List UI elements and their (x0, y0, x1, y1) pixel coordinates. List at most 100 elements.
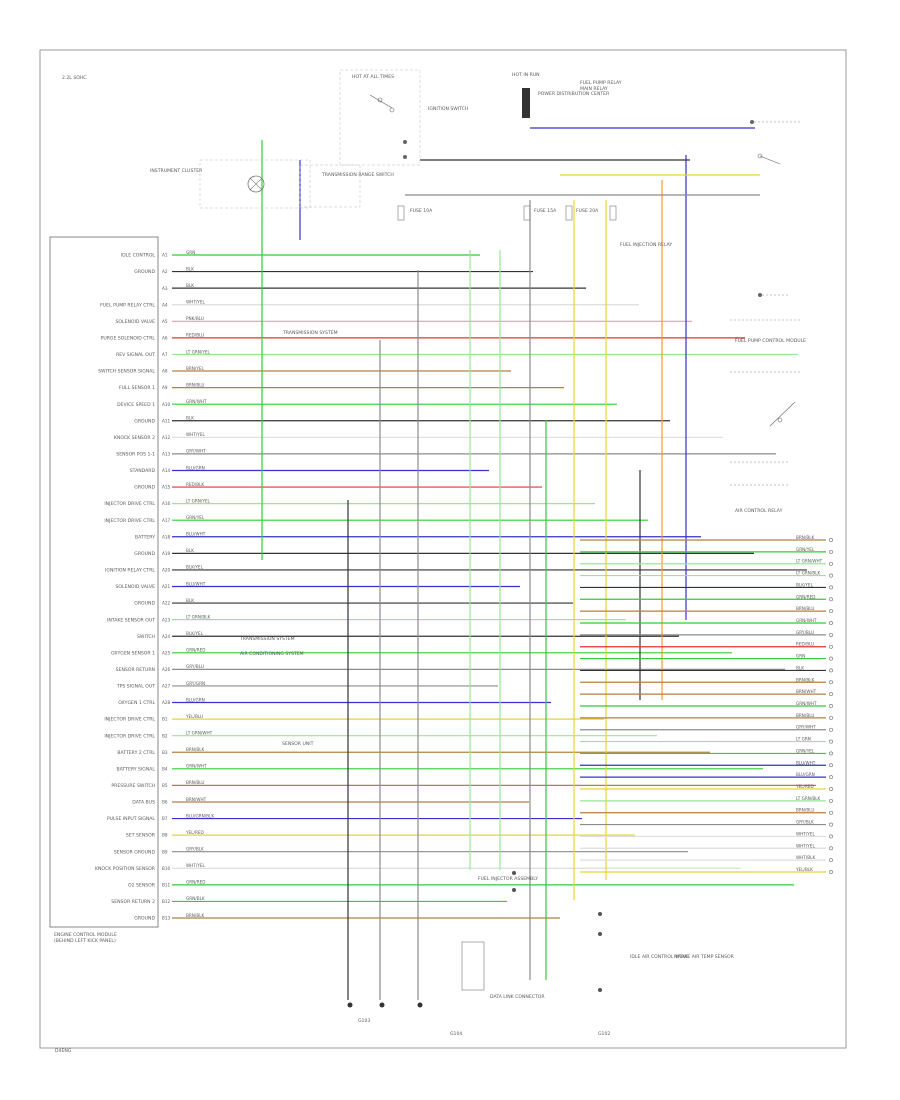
terminal-wire-label: BRN/BLU (796, 713, 814, 718)
ecm-pin-number: A14 (162, 468, 171, 473)
ecm-pin-label: KNOCK POSITION SENSOR (95, 866, 156, 872)
ecm-pin-number: A21 (162, 584, 171, 589)
terminal-pin-icon (829, 727, 833, 732)
ecm-pin-label: SET SENSOR (126, 833, 156, 839)
engine-control-module (49, 236, 159, 928)
ecm-pin-label: GROUND (134, 601, 155, 607)
fuse-15a-label: FUSE 15A (534, 208, 557, 214)
terminal-pin-icon (829, 858, 833, 863)
ecm-pin-label: KNOCK SENSOR 2 (114, 435, 155, 441)
terminal-wire-label: BLU/GRN (796, 772, 815, 777)
ecm-pin-number: A26 (162, 667, 171, 672)
wire-color-label: GRN (186, 250, 195, 255)
ecm-pin-label: IDLE CONTROL (121, 253, 156, 259)
ecm-pin-label: REV SIGNAL OUT (116, 352, 155, 358)
ecm-pin-number: B10 (162, 866, 171, 871)
ecm-pin-number: A8 (162, 369, 168, 374)
ecm-caption: ENGINE CONTROL MODULE (54, 932, 117, 938)
terminal-wire-label: LT GRN/BLK (796, 571, 821, 576)
wire-color-label: BLU/GRN (186, 465, 205, 470)
terminal-wire-label: GRY/WHT (796, 725, 816, 730)
iat-label: INTAKE AIR TEMP SENSOR (674, 954, 735, 960)
power-distribution-center: HOT IN RUN POWER DISTRIBUTION CENTER FUE… (512, 72, 622, 118)
ecm-pin-label: PURGE SOLENOID CTRL (101, 335, 156, 341)
ecm-pin-label: GROUND (134, 916, 155, 922)
wire-color-label: BLK (186, 266, 194, 271)
wire-color-label: RED/BLK (186, 482, 204, 487)
terminal-pin-icon (829, 680, 833, 685)
ecm-caption-location: (BEHIND LEFT KICK PANEL) (54, 938, 116, 944)
terminal-pin-icon (829, 787, 833, 791)
wire-color-label: BLK (186, 598, 194, 603)
terminal-wire-label: LT GRN/WHT (796, 559, 823, 564)
ecm-pin-number: A27 (162, 684, 171, 689)
terminal-wire-label: GRN/YEL (796, 547, 815, 552)
terminal-pin-icon (829, 834, 833, 839)
ecm-pin-number: B2 (162, 733, 168, 738)
terminal-pin-icon (829, 668, 833, 673)
wire-color-label: BLK (186, 416, 194, 421)
ecm-pin-number: A11 (162, 418, 171, 423)
terminal-pin-icon (829, 798, 833, 803)
ecm-pin-label: BATTERY SIGNAL (116, 766, 155, 772)
wire-color-label: BRN/BLK (186, 747, 205, 752)
terminal-wire-label: BLU/WHT (796, 760, 816, 765)
terminal-wire-label: GRN (796, 654, 805, 659)
ecm-pin-label: SWITCH (137, 634, 155, 640)
ecm-pin-label: PULSE INPUT SIGNAL (107, 816, 156, 822)
terminal-pin-icon (829, 644, 833, 649)
ecm-pin-label: GROUND (134, 551, 155, 557)
ecm-pin-label: OXYGEN SENSOR 1 (111, 650, 155, 656)
terminal-wire-label: GRN/WHT (796, 618, 817, 623)
terminal-pin-icon (829, 751, 833, 756)
terminal-pin-icon (829, 822, 833, 827)
wire-color-label: GRN/WHT (186, 399, 207, 404)
wire-color-label: GRN/RED (186, 880, 205, 885)
ecm-pin-number: A28 (162, 700, 171, 705)
terminal-pin-icon (829, 715, 833, 720)
wire-color-label: GRY/WHT (186, 449, 206, 454)
hot-in-run-label: HOT IN RUN (512, 72, 540, 78)
transmission-system-note-1: TRANSMISSION SYSTEM (282, 330, 338, 336)
ecm-pin-label: DATA BUS (132, 800, 155, 806)
footer-code: D4ENG (55, 1048, 72, 1054)
iac-label: IDLE AIR CONTROL VALVE (630, 954, 689, 960)
ecm-pin-number: B13 (162, 916, 171, 921)
ecm-pin-label: DEVICE SPEED 1 (117, 402, 155, 408)
ecm-pin-label: SENSOR GROUND (114, 849, 156, 855)
ecm-pin-number: A1 (162, 253, 168, 258)
ground-g102-label: G102 (598, 1031, 610, 1037)
fuel-pump-relay-label: FUEL PUMP RELAY (580, 80, 622, 86)
ecm-pin-number: B7 (162, 816, 168, 821)
terminal-pin-icon (829, 561, 833, 566)
diagram-frame (39, 49, 847, 1049)
ground-g103-label: G103 (358, 1018, 370, 1024)
intake-air-temp-sensor: INTAKE AIR TEMP SENSOR (674, 954, 735, 960)
wire-color-label: LT GRN/YEL (186, 498, 211, 503)
terminal-wire-label: BRN/WHT (796, 689, 817, 694)
ecm-pin-label: SENSOR POS 1-1 (116, 452, 155, 458)
wire-color-label: BRN/BLK (186, 913, 205, 918)
ecm-pin-label: PRESSURE SWITCH (111, 783, 155, 789)
ecm-pin-number: A4 (162, 302, 168, 307)
ecm-pin-number: B11 (162, 882, 171, 887)
ecm-pin-number: A24 (162, 634, 171, 639)
wire-color-label: GRN/BLK (186, 896, 205, 901)
ecm-pin-label: INJECTOR DRIVE CTRL (104, 717, 155, 723)
terminal-pin-icon (829, 597, 833, 602)
ecm-pin-number: A5 (162, 319, 168, 324)
ecm-pin-number: A3 (162, 286, 168, 291)
terminal-pin-icon (829, 704, 833, 708)
ecm-pin-label: INJECTOR DRIVE CTRL (104, 501, 155, 507)
wire-color-label: YEL/RED (185, 830, 204, 835)
ecm-pin-number: B4 (162, 766, 168, 771)
terminal-wire-label: LT GRN (796, 737, 811, 742)
terminal-pin-icon (829, 775, 833, 780)
ecm-pin-label: SENSOR RETURN (116, 667, 155, 673)
hot-at-all-times-label: HOT AT ALL TIMES (352, 74, 394, 80)
pdc-label: POWER DISTRIBUTION CENTER (538, 91, 610, 97)
terminal-pin-icon (829, 763, 833, 768)
terminal-wire-label: YEL/BLK (795, 867, 813, 872)
wire-color-label: GRY/BLK (186, 847, 204, 852)
